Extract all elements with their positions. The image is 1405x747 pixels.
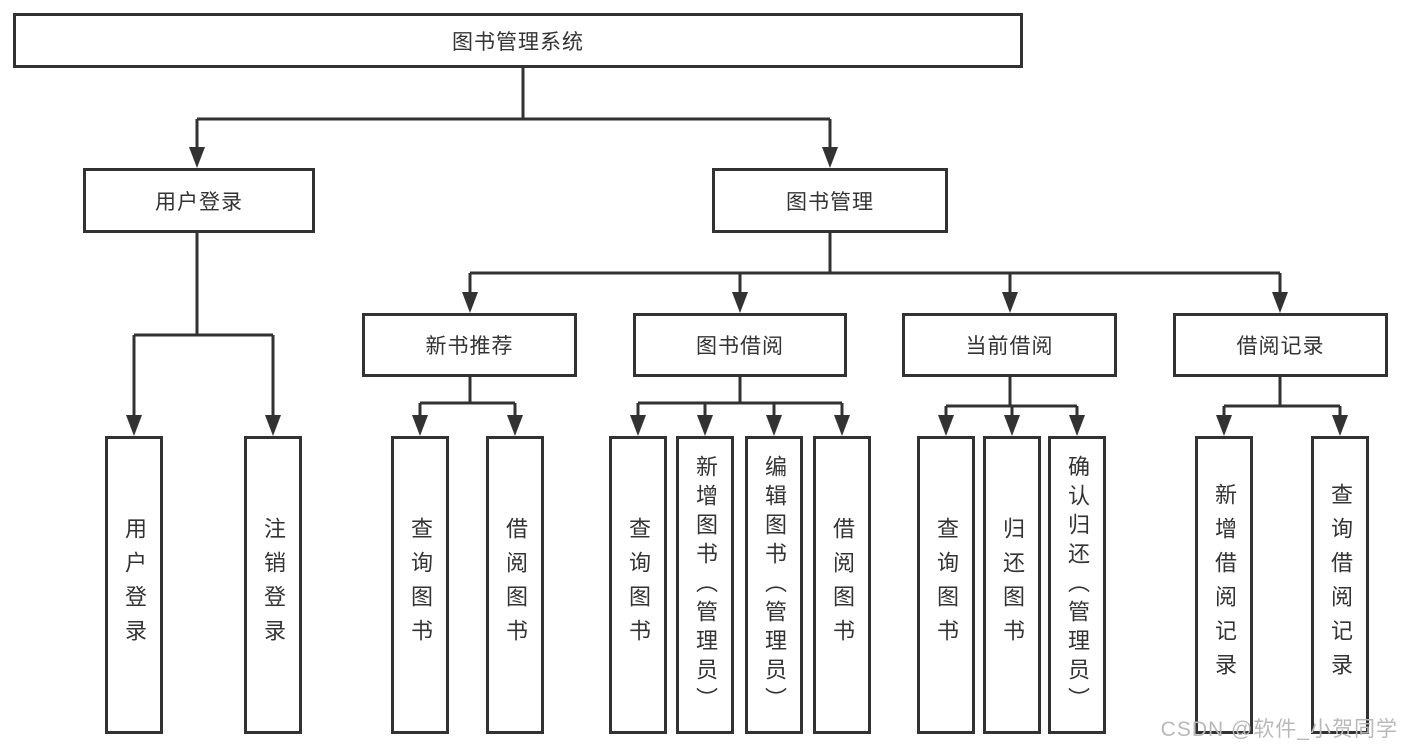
- leaf-add-book-admin: 新增图书（管理员）: [676, 436, 734, 734]
- node-borrow-records: 借阅记录: [1173, 313, 1388, 377]
- connector-root: [195, 68, 832, 152]
- arrow-down-icon: [1332, 415, 1348, 436]
- leaf-add-borrow-record: 新增借阅记录: [1195, 436, 1253, 734]
- leaf-edit-book-admin-label: 编辑图书（管理员）: [762, 454, 787, 716]
- leaf-confirm-return-admin-label: 确认归还（管理员）: [1065, 454, 1090, 716]
- node-new-book-recommend-label: 新书推荐: [425, 335, 514, 358]
- arrow-down-icon: [822, 147, 838, 168]
- arrow-down-icon: [1004, 415, 1020, 436]
- node-book-borrow: 图书借阅: [633, 313, 847, 377]
- connector-book-management: [468, 233, 1282, 298]
- arrow-down-icon: [1069, 415, 1085, 436]
- leaf-borrow-book-recommend: 借阅图书: [486, 436, 544, 734]
- arrow-down-icon: [697, 415, 713, 436]
- leaf-return-book: 归还图书: [983, 436, 1041, 734]
- arrow-down-icon: [1272, 292, 1288, 313]
- leaf-confirm-return-admin: 确认归还（管理员）: [1048, 436, 1106, 734]
- arrow-down-icon: [507, 415, 523, 436]
- node-current-borrow: 当前借阅: [902, 313, 1117, 377]
- arrow-down-icon: [265, 415, 281, 436]
- leaf-user-login-label: 用户登录: [122, 517, 147, 653]
- leaf-add-book-admin-label: 新增图书（管理员）: [693, 454, 718, 716]
- node-root-label: 图书管理系统: [452, 30, 584, 54]
- leaf-return-book-label: 归还图书: [1000, 517, 1025, 653]
- leaf-add-borrow-record-label: 新增借阅记录: [1212, 483, 1237, 687]
- leaf-logout-label: 注销登录: [261, 517, 286, 653]
- leaf-query-book-current-label: 查询图书: [934, 517, 959, 653]
- arrow-down-icon: [938, 415, 954, 436]
- node-current-borrow-label: 当前借阅: [965, 335, 1054, 358]
- node-user-login: 用户登录: [83, 168, 315, 233]
- arrow-down-icon: [630, 415, 646, 436]
- leaf-query-book-current: 查询图书: [917, 436, 975, 734]
- connector-user-login: [132, 233, 275, 421]
- arrow-down-icon: [766, 415, 782, 436]
- connector-borrow-records: [1222, 377, 1342, 421]
- node-borrow-records-label: 借阅记录: [1236, 335, 1325, 358]
- leaf-query-book-recommend: 查询图书: [391, 436, 449, 734]
- leaf-query-book-borrow-label: 查询图书: [626, 517, 651, 653]
- leaf-borrow-book-recommend-label: 借阅图书: [503, 517, 528, 653]
- leaf-logout: 注销登录: [244, 436, 302, 734]
- leaf-borrow-book: 借阅图书: [813, 436, 871, 734]
- leaf-query-borrow-record-label: 查询借阅记录: [1328, 483, 1353, 687]
- node-new-book-recommend: 新书推荐: [362, 313, 577, 377]
- node-book-management-label: 图书管理: [786, 190, 874, 214]
- leaf-query-borrow-record: 查询借阅记录: [1311, 436, 1369, 734]
- node-book-borrow-label: 图书借阅: [696, 335, 784, 358]
- connector-new-book-recommend: [418, 377, 517, 421]
- arrow-down-icon: [189, 147, 205, 168]
- leaf-borrow-book-label: 借阅图书: [830, 517, 855, 653]
- arrow-down-icon: [412, 415, 428, 436]
- node-user-login-label: 用户登录: [155, 190, 243, 214]
- arrow-down-icon: [834, 415, 850, 436]
- connector-book-borrow: [636, 377, 844, 421]
- node-book-management: 图书管理: [712, 168, 948, 233]
- arrow-down-icon: [1216, 415, 1232, 436]
- arrow-down-icon: [732, 292, 748, 313]
- node-root: 图书管理系统: [13, 13, 1023, 68]
- watermark: CSDN @软件_小贺同学: [1160, 718, 1398, 741]
- arrow-down-icon: [462, 292, 478, 313]
- leaf-user-login: 用户登录: [105, 436, 163, 734]
- leaf-query-book-recommend-label: 查询图书: [408, 517, 433, 653]
- arrow-down-icon: [126, 415, 142, 436]
- arrow-down-icon: [1002, 292, 1018, 313]
- leaf-query-book-borrow: 查询图书: [609, 436, 667, 734]
- leaf-edit-book-admin: 编辑图书（管理员）: [745, 436, 803, 734]
- connector-current-borrow: [944, 377, 1079, 421]
